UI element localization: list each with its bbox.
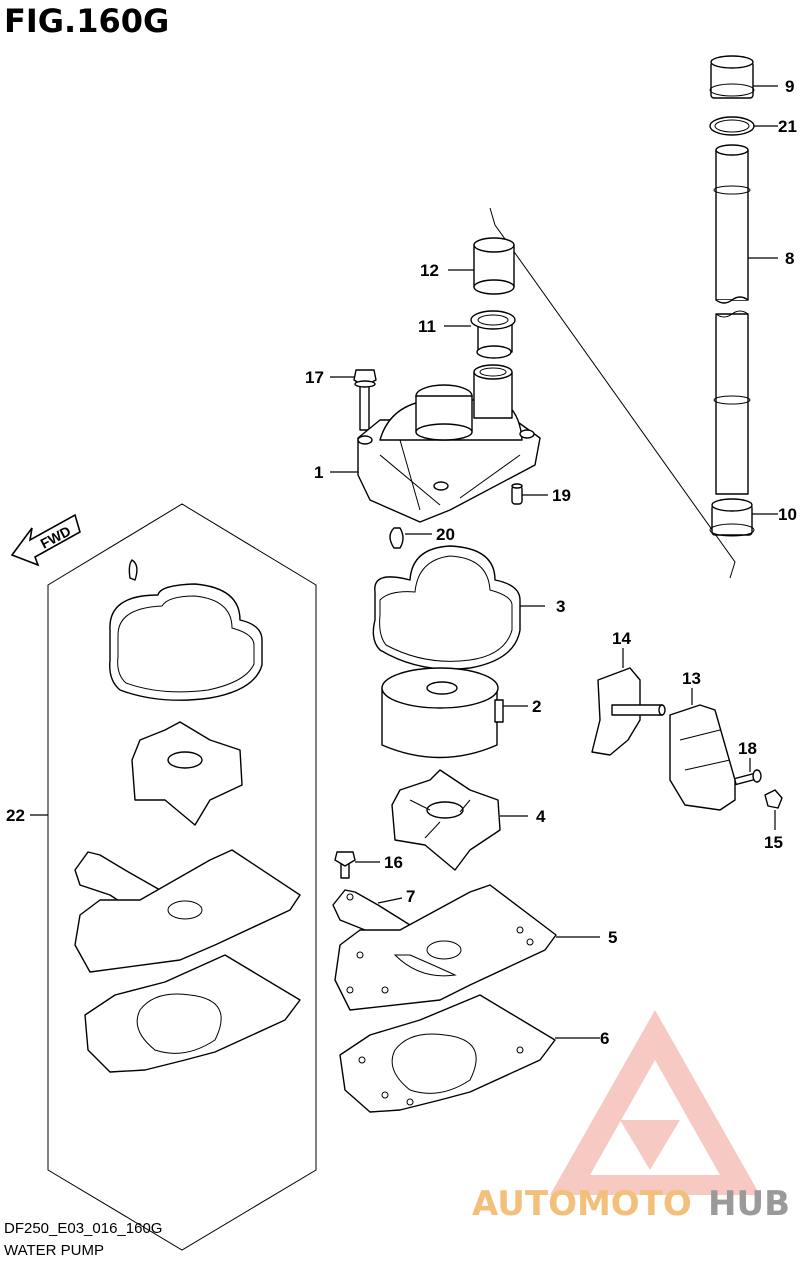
assembly-guide-line xyxy=(489,207,736,579)
part-11-guide xyxy=(470,310,516,359)
watermark-logo xyxy=(550,1010,760,1195)
part-2-pump-liner xyxy=(381,667,504,759)
drawing-code: DF250_E03_016_160G xyxy=(4,1220,163,1237)
part-19-pin xyxy=(511,483,523,505)
callout-2: 2 xyxy=(532,697,541,716)
callout-7: 7 xyxy=(406,887,415,906)
callout-21: 21 xyxy=(778,117,797,136)
callout-12: 12 xyxy=(420,261,439,280)
callout-16: 16 xyxy=(384,853,403,872)
callout-5: 5 xyxy=(608,928,617,947)
callout-18: 18 xyxy=(738,739,757,758)
part-8-water-tube xyxy=(713,144,751,495)
part-10-grommet xyxy=(709,498,755,537)
part-14-bracket xyxy=(591,667,666,756)
part-4-impeller xyxy=(391,769,501,871)
watermark-text-hub: HUB xyxy=(708,1184,790,1224)
callout-8: 8 xyxy=(785,249,794,268)
part-18-screw xyxy=(733,769,762,786)
part-1-pump-case xyxy=(357,364,541,523)
part-20-key xyxy=(389,527,404,549)
callout-11: 11 xyxy=(418,317,436,336)
callout-17: 17 xyxy=(305,368,324,387)
callout-4: 4 xyxy=(536,807,546,826)
callout-14: 14 xyxy=(612,629,631,648)
drawing-caption: WATER PUMP xyxy=(4,1242,104,1259)
part-3-seal-ring xyxy=(372,545,521,670)
kit-22-contents xyxy=(74,559,301,1073)
callout-20: 20 xyxy=(436,525,455,544)
callout-15: 15 xyxy=(764,833,783,852)
callout-6: 6 xyxy=(600,1029,609,1048)
kit-bracket xyxy=(47,503,317,1251)
figure-title: FIG.160G xyxy=(4,2,170,40)
part-17-bolt xyxy=(353,369,377,431)
fwd-arrow-icon xyxy=(10,513,81,567)
callout-22: 22 xyxy=(6,806,25,825)
callout-10: 10 xyxy=(778,505,797,524)
callout-3: 3 xyxy=(556,597,565,616)
callout-13: 13 xyxy=(682,669,701,688)
part-6-gasket xyxy=(339,994,556,1113)
callout-19: 19 xyxy=(552,486,571,505)
part-5-gasket xyxy=(334,884,557,1011)
part-15-nut xyxy=(764,789,783,809)
part-9-collar xyxy=(709,55,755,99)
part-13-cover xyxy=(669,704,736,811)
watermark-text-automoto: AUTOMOTO xyxy=(472,1184,692,1224)
part-16-bolt xyxy=(334,851,356,879)
callout-1: 1 xyxy=(314,463,323,482)
part-12-bushing xyxy=(473,237,515,295)
callout-9: 9 xyxy=(785,77,794,96)
